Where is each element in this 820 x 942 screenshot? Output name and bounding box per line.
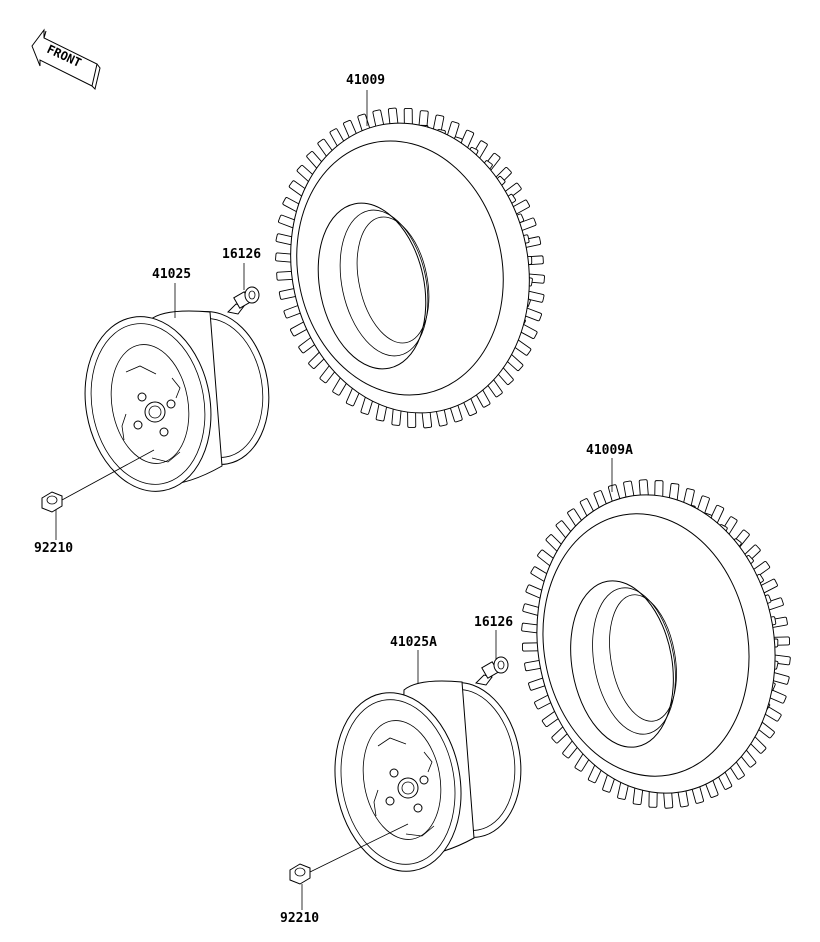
front-wheel[interactable] [72,303,281,502]
part-labels: 41009 41025 16126 92210 41009A 16126 410… [34,73,633,926]
front-arrow-icon: FRONT [31,28,101,90]
label-front-nut: 92210 [34,541,73,556]
rear-valve-stem[interactable] [474,656,509,686]
front-valve-stem[interactable] [226,286,260,315]
front-tire[interactable] [264,101,556,436]
leader-lines [55,90,613,910]
rear-wheel[interactable] [321,674,532,882]
front-lug-nut[interactable] [41,491,63,513]
label-rear-nut: 92210 [280,911,319,926]
rear-lug-nut[interactable] [289,863,311,885]
label-rear-valve: 16126 [474,615,513,630]
label-rear-wheel: 41025A [390,635,437,650]
label-front-tire: 41009 [346,73,385,88]
rear-tire[interactable] [514,476,799,812]
label-rear-tire: 41009A [586,443,633,458]
label-front-valve: 16126 [222,247,261,262]
label-front-wheel: 41025 [152,267,191,282]
